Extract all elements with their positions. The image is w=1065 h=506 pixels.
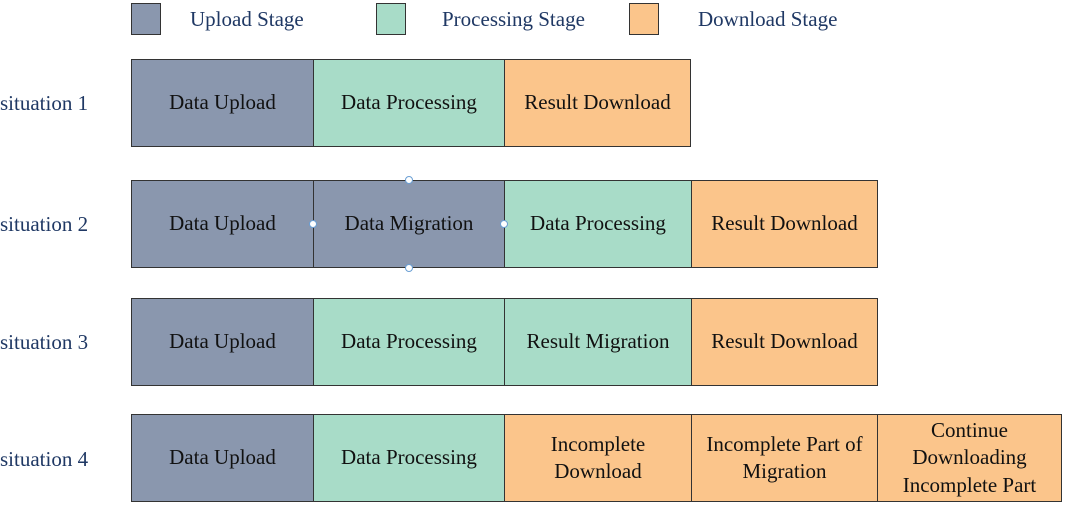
block-data-processing: Data Processing: [313, 59, 505, 147]
legend-swatch-download: [629, 3, 659, 35]
block-data-upload: Data Upload: [131, 59, 314, 147]
selection-handle-bottom[interactable]: [405, 264, 413, 272]
selection-handle-right[interactable]: [500, 220, 508, 228]
block-result-download: Result Download: [504, 59, 691, 147]
selection-handle-left[interactable]: [309, 220, 317, 228]
block-data-upload: Data Upload: [131, 414, 314, 502]
block-incomplete-download: Incomplete Download: [504, 414, 692, 502]
block-result-migration: Result Migration: [504, 298, 692, 386]
row-label-situation-4: situation 4: [0, 447, 89, 471]
block-data-processing: Data Processing: [313, 414, 505, 502]
row-label-situation-1: situation 1: [0, 91, 89, 115]
block-continue-downloading: Continue Downloading Incomplete Part: [877, 414, 1062, 502]
selection-handle-top[interactable]: [405, 176, 413, 184]
block-data-processing: Data Processing: [504, 180, 692, 268]
block-result-download: Result Download: [691, 180, 878, 268]
legend-label-processing: Processing Stage: [442, 7, 585, 31]
block-data-upload: Data Upload: [131, 298, 314, 386]
block-result-download: Result Download: [691, 298, 878, 386]
legend-label-upload: Upload Stage: [190, 7, 304, 31]
legend-swatch-upload: [131, 3, 161, 35]
row-label-situation-2: situation 2: [0, 212, 89, 236]
block-data-migration: Data Migration: [313, 180, 505, 268]
block-data-upload: Data Upload: [131, 180, 314, 268]
legend-swatch-processing: [376, 3, 406, 35]
legend-label-download: Download Stage: [698, 7, 838, 31]
block-data-processing: Data Processing: [313, 298, 505, 386]
row-label-situation-3: situation 3: [0, 330, 89, 354]
block-incomplete-part-of-migration: Incomplete Part of Migration: [691, 414, 878, 502]
